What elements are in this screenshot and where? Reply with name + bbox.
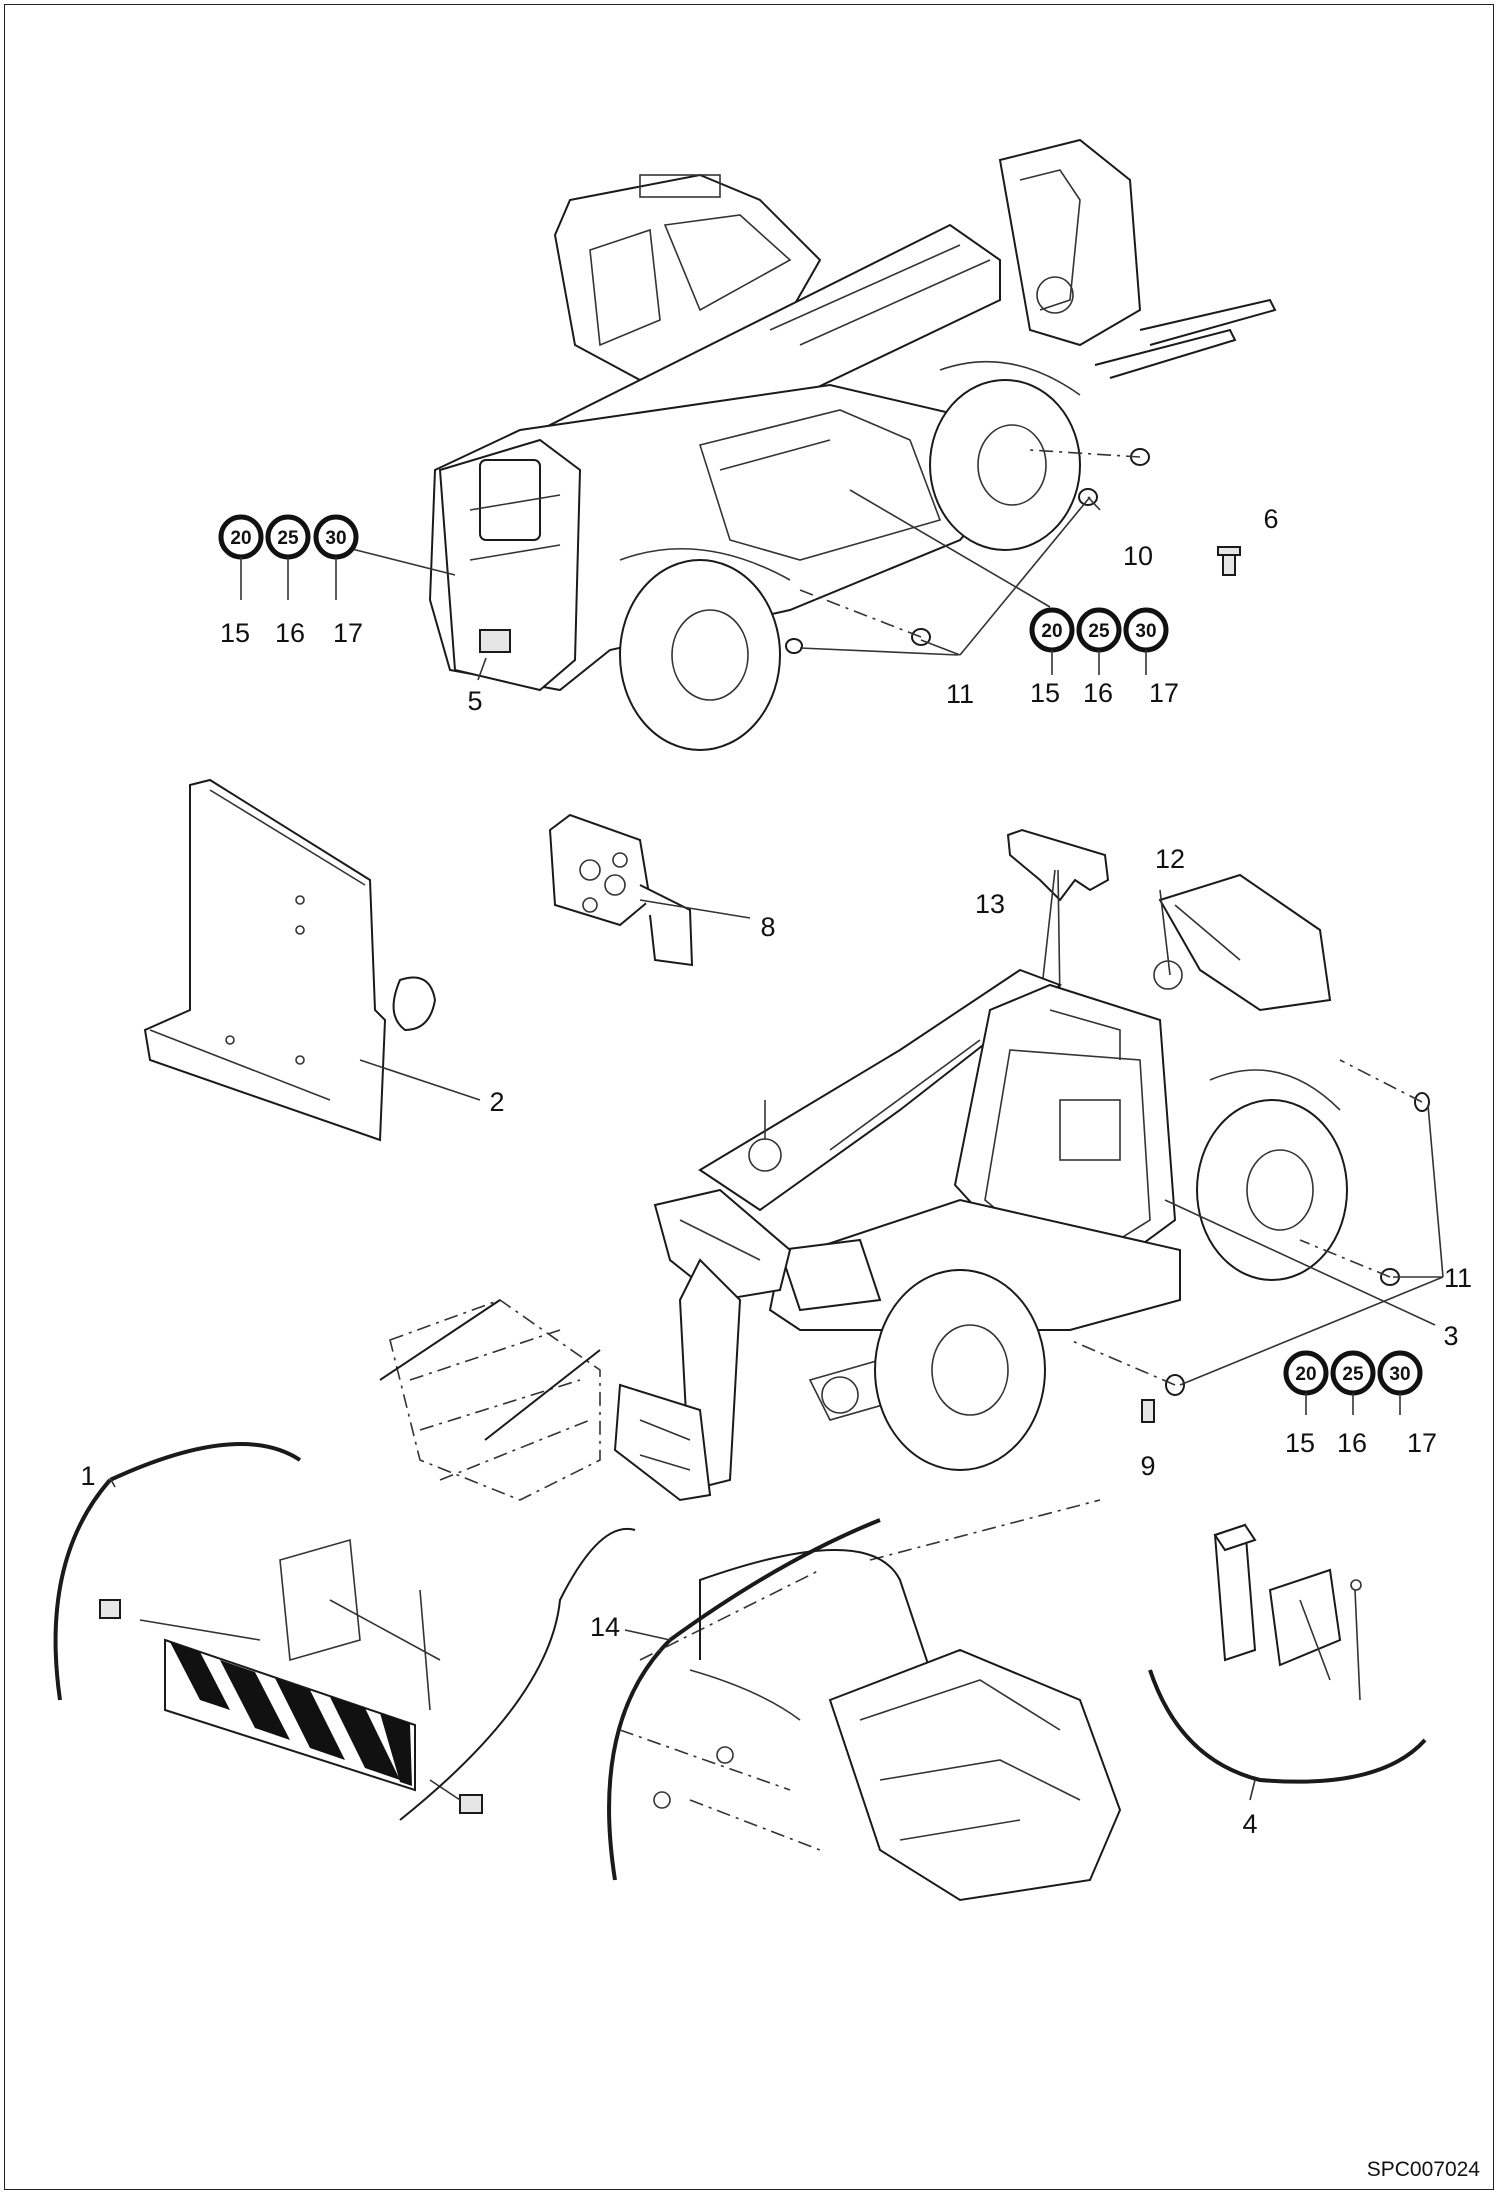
callout-8: 8: [760, 912, 775, 942]
speed-sign-20-label: 20: [230, 528, 251, 549]
callout-12: 12: [1155, 844, 1185, 874]
speed-sign-group-left: 20 25 30: [218, 514, 359, 600]
hazard-stripe-plate: [164, 1638, 416, 1792]
callout-5: 5: [467, 686, 482, 716]
sign-holder-part-4: [1148, 1523, 1427, 1801]
hydraulic-kit-part-14: [607, 1499, 1122, 1902]
speed-sign-20-label: 20: [1295, 1364, 1316, 1385]
leader-lines-top: [335, 489, 1101, 681]
callout-11-middle: 11: [1444, 1263, 1472, 1293]
callout-16-middle-right: 16: [1337, 1428, 1367, 1458]
speed-sign-group-top-right: 20 25 30: [1029, 607, 1169, 675]
plate-part-2: [143, 778, 481, 1142]
telehandler-front-view: [613, 873, 1430, 1502]
callout-15-top-right: 15: [1030, 678, 1060, 708]
speed-sign-30-label: 30: [1135, 621, 1156, 642]
speed-sign-30-label: 30: [325, 528, 346, 549]
telehandler-rear-view: [428, 138, 1277, 751]
callout-labels: 15 16 17 5 6 10 11 15 16 17 8 12 13 2 11…: [80, 504, 1472, 1839]
leader-lines-middle: [1159, 889, 1444, 1386]
speed-sign-group-middle-right: 20 25 30: [1283, 1350, 1423, 1415]
callout-17-middle-right: 17: [1407, 1428, 1437, 1458]
callout-15-middle-right: 15: [1285, 1428, 1315, 1458]
callout-4: 4: [1242, 1809, 1257, 1839]
callout-3: 3: [1443, 1321, 1458, 1351]
callout-13: 13: [975, 889, 1005, 919]
callout-1: 1: [80, 1461, 95, 1491]
callout-14: 14: [590, 1612, 620, 1642]
speed-sign-25-label: 25: [277, 528, 299, 549]
callout-17: 17: [333, 618, 363, 648]
bracket-part-8: [548, 813, 751, 967]
speed-sign-25-label: 25: [1342, 1364, 1364, 1385]
warning-plate-kit-part-1: [53, 1299, 636, 1821]
callout-15: 15: [220, 618, 250, 648]
callout-2: 2: [489, 1087, 504, 1117]
callout-6: 6: [1263, 504, 1278, 534]
document-code: SPC007024: [1367, 2158, 1481, 2181]
speed-sign-30-label: 30: [1389, 1364, 1410, 1385]
callout-16-top-right: 16: [1083, 678, 1113, 708]
callout-10: 10: [1123, 541, 1153, 571]
speed-sign-20-label: 20: [1041, 621, 1062, 642]
callout-17-top-right: 17: [1149, 678, 1179, 708]
drawing-frame: [4, 4, 1494, 2190]
callout-11-top: 11: [946, 679, 974, 709]
callout-16: 16: [275, 618, 305, 648]
callout-9: 9: [1140, 1451, 1155, 1481]
speed-sign-25-label: 25: [1088, 621, 1110, 642]
